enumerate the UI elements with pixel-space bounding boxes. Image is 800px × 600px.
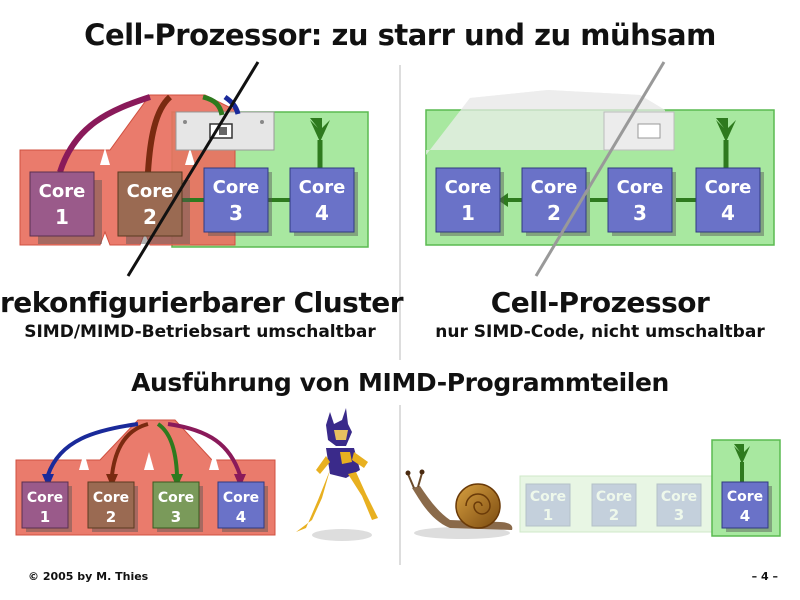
core-tr-4-num: 4 <box>721 201 735 225</box>
core-bl-1-num: 1 <box>40 508 50 526</box>
right-subcaption: nur SIMD-Code, nicht umschaltbar <box>435 322 765 342</box>
core-bl-3-word: Core <box>158 490 194 506</box>
core-br-2-word: Core <box>596 489 632 505</box>
core-tr-1: Core 1 <box>435 167 504 236</box>
bottom-left-cluster <box>15 419 276 536</box>
runner-superhero-icon <box>296 408 378 541</box>
core-tl-3-word: Core <box>213 177 260 198</box>
core-bl-1-word: Core <box>27 490 63 506</box>
snail-icon <box>405 469 513 539</box>
core-tl-1-word: Core <box>39 181 86 202</box>
strike-line-left <box>126 61 260 277</box>
left-subcaption: SIMD/MIMD-Betriebsart umschaltbar <box>24 322 376 342</box>
core-br-4-word: Core <box>727 489 763 505</box>
core-tl-4-num: 4 <box>315 201 329 225</box>
core-bl-4-num: 4 <box>236 508 246 526</box>
core-br-1-word: Core <box>530 489 566 505</box>
core-tr-4: Core 4 <box>695 167 764 236</box>
red-cluster-bottom-left <box>15 419 276 536</box>
core-tr-4-word: Core <box>705 177 752 198</box>
core-br-4: Core 4 <box>721 481 772 532</box>
core-bl-3: Core 3 <box>152 481 203 532</box>
right-caption: Cell-Prozessor <box>490 286 710 319</box>
core-tl-2-num: 2 <box>143 205 157 229</box>
core-bl-2-num: 2 <box>106 508 116 526</box>
core-tr-2-word: Core <box>531 177 578 198</box>
core-tr-1-word: Core <box>445 177 492 198</box>
core-tr-3-num: 3 <box>633 201 647 225</box>
core-br-3-word: Core <box>661 489 697 505</box>
core-bl-2-word: Core <box>93 490 129 506</box>
core-br-3-num: 3 <box>674 506 684 524</box>
core-br-1-num: 1 <box>543 506 553 524</box>
core-tl-2-word: Core <box>127 181 174 202</box>
footer-page-number: – 4 – <box>751 570 778 583</box>
core-bl-1: Core 1 <box>21 481 72 532</box>
core-tl-4: Core 4 <box>289 167 358 236</box>
strike-line-right <box>534 61 666 277</box>
core-br-4-num: 4 <box>740 507 750 525</box>
core-bl-4-word: Core <box>223 490 259 506</box>
left-caption: rekonfigurierbarer Cluster <box>0 286 404 319</box>
core-br-2-num: 2 <box>609 506 619 524</box>
core-tl-1: Core 1 <box>29 171 102 244</box>
core-tl-3: Core 3 <box>203 167 272 236</box>
core-tl-4-word: Core <box>299 177 346 198</box>
footer-copyright: © 2005 by M. Thies <box>28 570 149 583</box>
section-heading: Ausführung von MIMD-Programmteilen <box>131 368 669 397</box>
core-tr-3-word: Core <box>617 177 664 198</box>
core-bl-2: Core 2 <box>87 481 138 532</box>
core-tr-1-num: 1 <box>461 201 475 225</box>
core-bl-3-num: 3 <box>171 508 181 526</box>
core-bl-4: Core 4 <box>217 481 268 532</box>
core-tr-3: Core 3 <box>607 167 676 236</box>
core-tl-3-num: 3 <box>229 201 243 225</box>
core-tl-1-num: 1 <box>55 205 69 229</box>
core-br-2: Core 2 <box>591 483 637 527</box>
core-br-3: Core 3 <box>656 483 702 527</box>
core-br-1: Core 1 <box>525 483 571 527</box>
core-tr-2-num: 2 <box>547 201 561 225</box>
slide-title: Cell-Prozessor: zu starr und zu mühsam <box>84 18 716 52</box>
